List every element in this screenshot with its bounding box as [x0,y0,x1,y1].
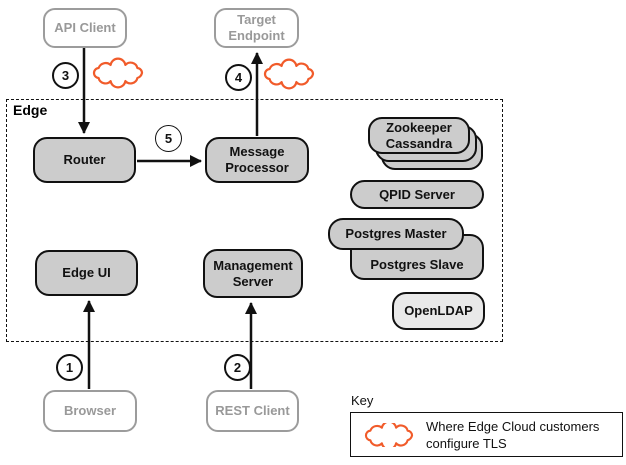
node-rest-client: REST Client [206,390,299,432]
node-api-client-label: API Client [54,20,116,35]
node-api-client: API Client [43,8,127,48]
step-badge-2-label: 2 [233,360,242,375]
key-title: Key [351,393,374,408]
step-badge-4: 4 [225,64,252,91]
step-badge-2: 2 [224,354,251,381]
key-description-line2: configure TLS [426,435,507,451]
node-cassandra-label: Cassandra [385,135,453,151]
node-target-endpoint-label-line2: Endpoint [228,28,285,43]
node-target-endpoint: Target Endpoint [214,8,299,48]
node-postgres-slave-label: Postgres Slave [370,257,464,272]
node-qpid-server: QPID Server [350,180,484,209]
node-edge-ui: Edge UI [35,250,138,296]
node-management-server-label-line1: Management [213,257,293,273]
node-postgres-master: Postgres Master [328,218,464,250]
node-openldap-label: OpenLDAP [404,303,473,318]
node-message-processor-label-line2: Processor [225,160,289,175]
node-rest-client-label: REST Client [215,403,290,418]
node-message-processor: Message Processor [205,137,309,183]
edge-group-boundary [6,99,503,342]
node-router: Router [33,137,136,183]
tls-cloud-icon [263,58,315,90]
node-openldap: OpenLDAP [392,292,485,330]
node-qpid-server-label: QPID Server [379,186,455,202]
step-badge-3-label: 3 [61,68,70,83]
key-description-line1: Where Edge Cloud customers [426,418,600,434]
edge-group-label: Edge [13,102,48,118]
node-target-endpoint-label-line1: Target [237,12,276,27]
step-badge-5: 5 [155,125,182,152]
node-management-server-label-line2: Server [232,273,274,289]
node-message-processor-label-line1: Message [229,144,285,159]
node-zookeeper-cassandra: Zookeeper Cassandra [368,117,470,154]
tls-cloud-icon [92,57,144,89]
step-badge-3: 3 [52,62,79,89]
key-description: Where Edge Cloud customers configure TLS [426,418,599,452]
node-zookeeper-label: Zookeeper [386,119,452,135]
node-browser: Browser [43,390,137,432]
step-badge-1: 1 [56,354,83,381]
key-box: Where Edge Cloud customers configure TLS [350,412,623,457]
node-postgres-master-label: Postgres Master [345,226,447,241]
node-edge-ui-label: Edge UI [62,265,111,280]
step-badge-4-label: 4 [234,70,243,85]
step-badge-5-label: 5 [164,131,173,146]
node-router-label: Router [63,152,106,167]
node-management-server: Management Server [203,249,303,298]
tls-cloud-icon [364,422,414,447]
node-browser-label: Browser [63,403,117,418]
step-badge-1-label: 1 [65,360,74,375]
